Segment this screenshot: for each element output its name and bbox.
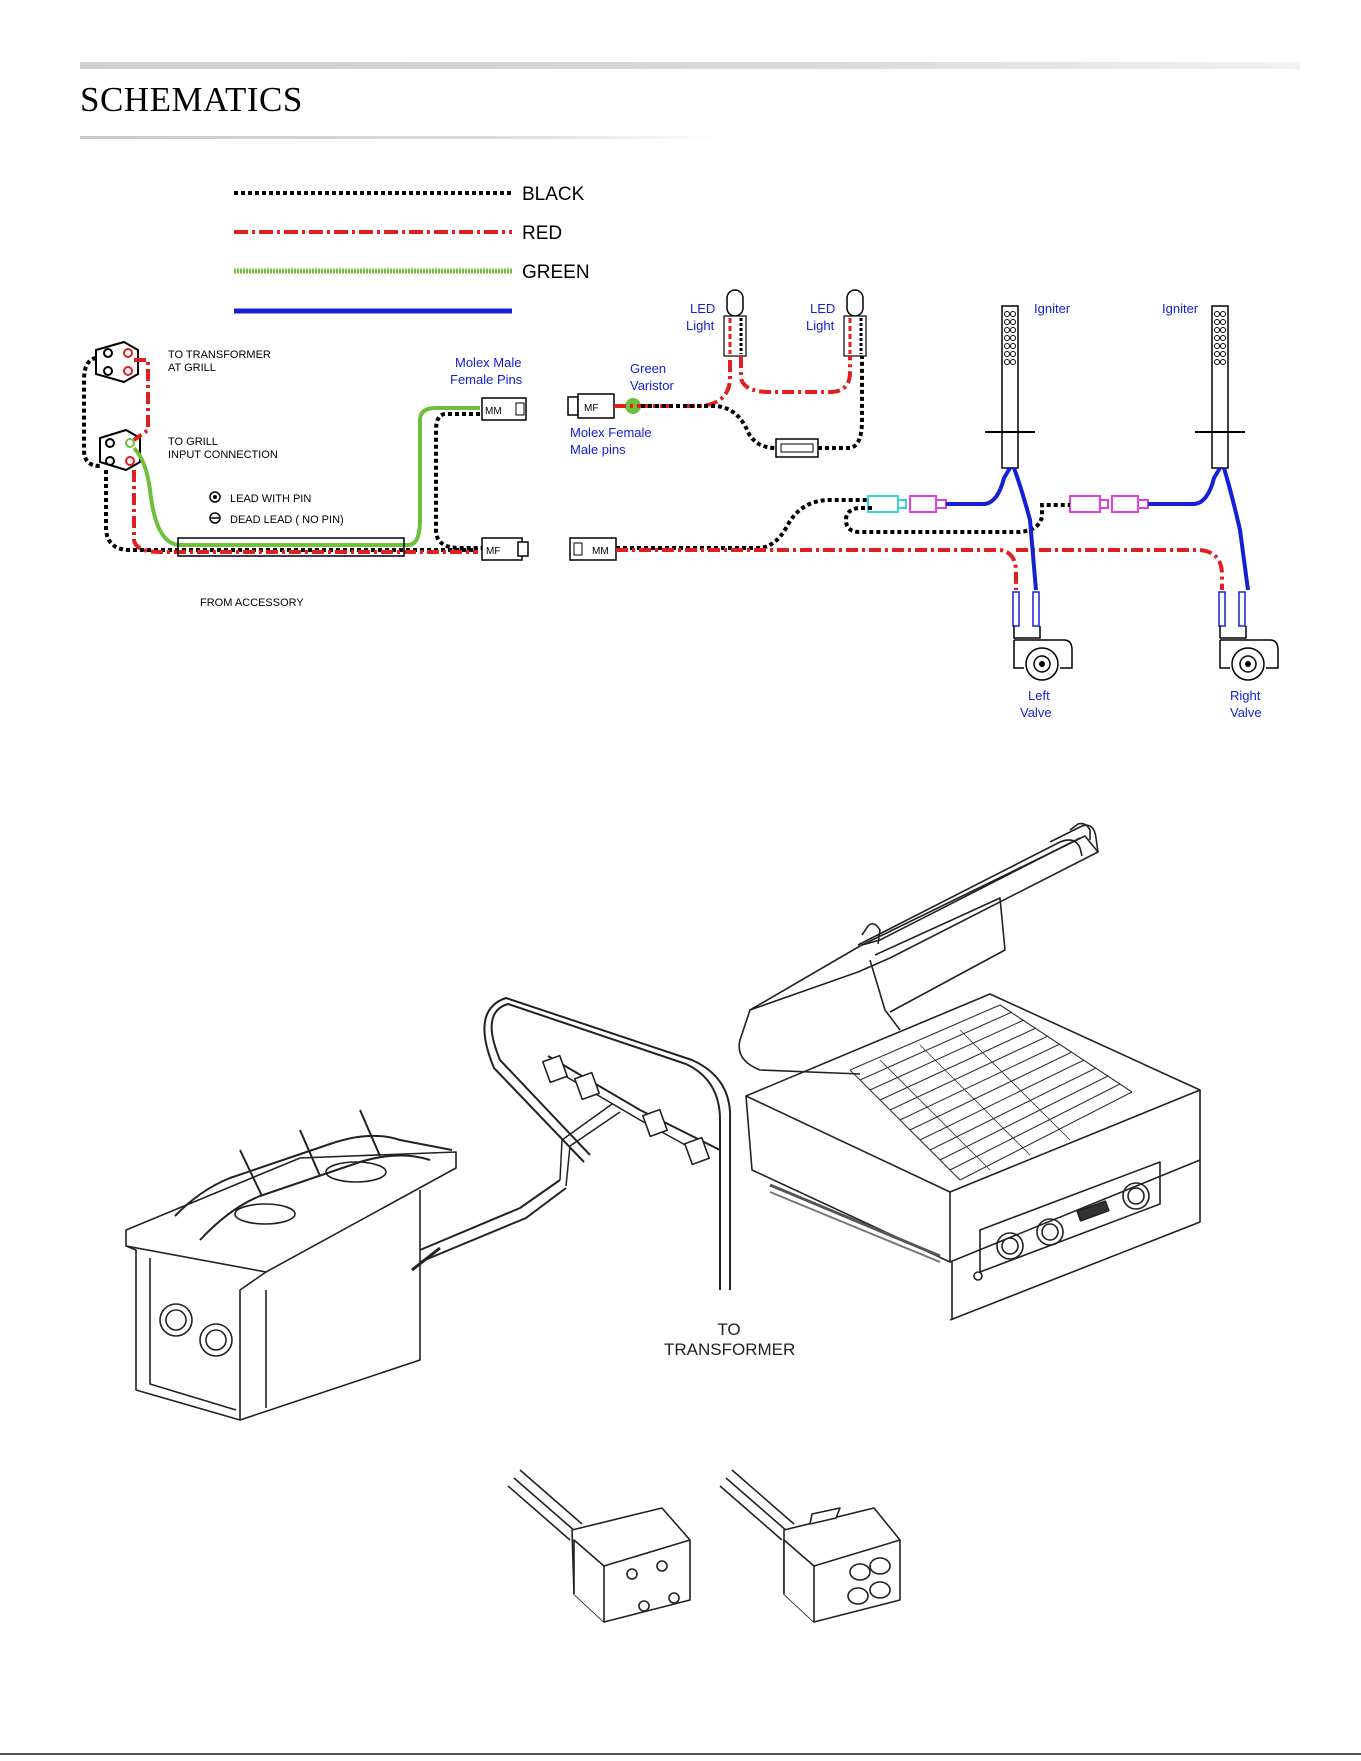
lead-with-pin-label: LEAD WITH PIN [230,493,311,505]
svg-text:MF: MF [486,546,500,557]
spade-connector-magenta-mid [1070,496,1108,512]
side-burner-knob-2 [200,1324,232,1356]
green-varistor-line2: Varistor [630,378,674,393]
to-grill-line2: INPUT CONNECTION [168,449,278,461]
right-wiring [616,468,1248,590]
spade-connector-cyan [868,496,906,512]
led-light-1-line2: Light [686,318,715,333]
svg-text:MF: MF [584,403,598,414]
molex-female-line1: Molex Female [570,425,652,440]
to-transformer-line2: AT GRILL [168,362,216,374]
side-burner-knob-1 [160,1304,192,1336]
to-transformer-callout: TO TRANSFORMER [664,1320,794,1360]
molex-female-line2: Male pins [570,442,626,457]
to-transformer-line1: TO TRANSFORMER [168,349,271,361]
footer-rule [0,1753,1361,1755]
left-valve-line2: Valve [1020,705,1052,720]
grill-knob-2 [1037,1219,1063,1245]
spade-connector-magenta-left [910,496,946,512]
side-burner [126,1110,566,1420]
from-accessory-label: FROM ACCESSORY [200,597,304,609]
grill-firebox [746,994,1200,1192]
legend-label-black: BLACK [522,184,585,205]
svg-text:MM: MM [485,406,502,417]
svg-text:MM: MM [592,546,609,557]
grill-knob-3 [1123,1183,1149,1209]
transformer-connector [96,342,138,382]
molex-male-line2: Female Pins [450,372,523,387]
molex-male-line1: Molex Male [455,355,521,370]
led-light-right [844,290,866,356]
left-valve-graphic [1013,592,1072,680]
led-resistor [776,439,818,457]
left-valve-line1: Left [1028,688,1050,703]
led-light-2-line1: LED [810,301,835,316]
led-light-left [724,290,746,356]
igniter-1-label: Igniter [1034,301,1071,316]
grill-control-panel [980,1162,1160,1272]
molex-mf-top: MF [568,394,614,418]
igniter-left [985,306,1035,468]
igniter-right [1195,306,1245,468]
to-transformer-callout-line1: TO [664,1320,794,1340]
molex-mm-bottom: MM [570,538,616,560]
right-valve-graphic [1219,592,1278,680]
spade-connector-magenta-right [1112,496,1148,512]
legend-label-red: RED [522,223,562,244]
female-plug-detail [508,1470,690,1622]
igniter-2-label: Igniter [1162,301,1199,316]
dead-lead-label: DEAD LEAD ( NO PIN) [230,514,344,526]
led-light-2-line2: Light [806,318,835,333]
to-grill-line1: TO GRILL [168,436,218,448]
molex-mm-top: MM [482,398,526,420]
grill-grates [850,1005,1132,1180]
wiring-schematic: BLACK RED GREEN TO TRANSFORMER AT GRILL … [0,0,1361,760]
wire-legend: BLACK RED GREEN [234,184,590,311]
led-light-1-line1: LED [690,301,715,316]
to-transformer-callout-line2: TRANSFORMER [664,1340,794,1360]
green-varistor-line1: Green [630,361,666,376]
right-valve-line2: Valve [1230,705,1262,720]
grill-knob-1 [997,1233,1023,1259]
molex-mf-bottom: MF [482,538,528,560]
right-valve-line1: Right [1230,688,1261,703]
legend-label-green: GREEN [522,262,590,283]
lid-handle [858,840,1082,945]
grill-lid [750,836,1098,1010]
wiring-harness [484,998,730,1290]
male-plug-detail [720,1470,900,1622]
